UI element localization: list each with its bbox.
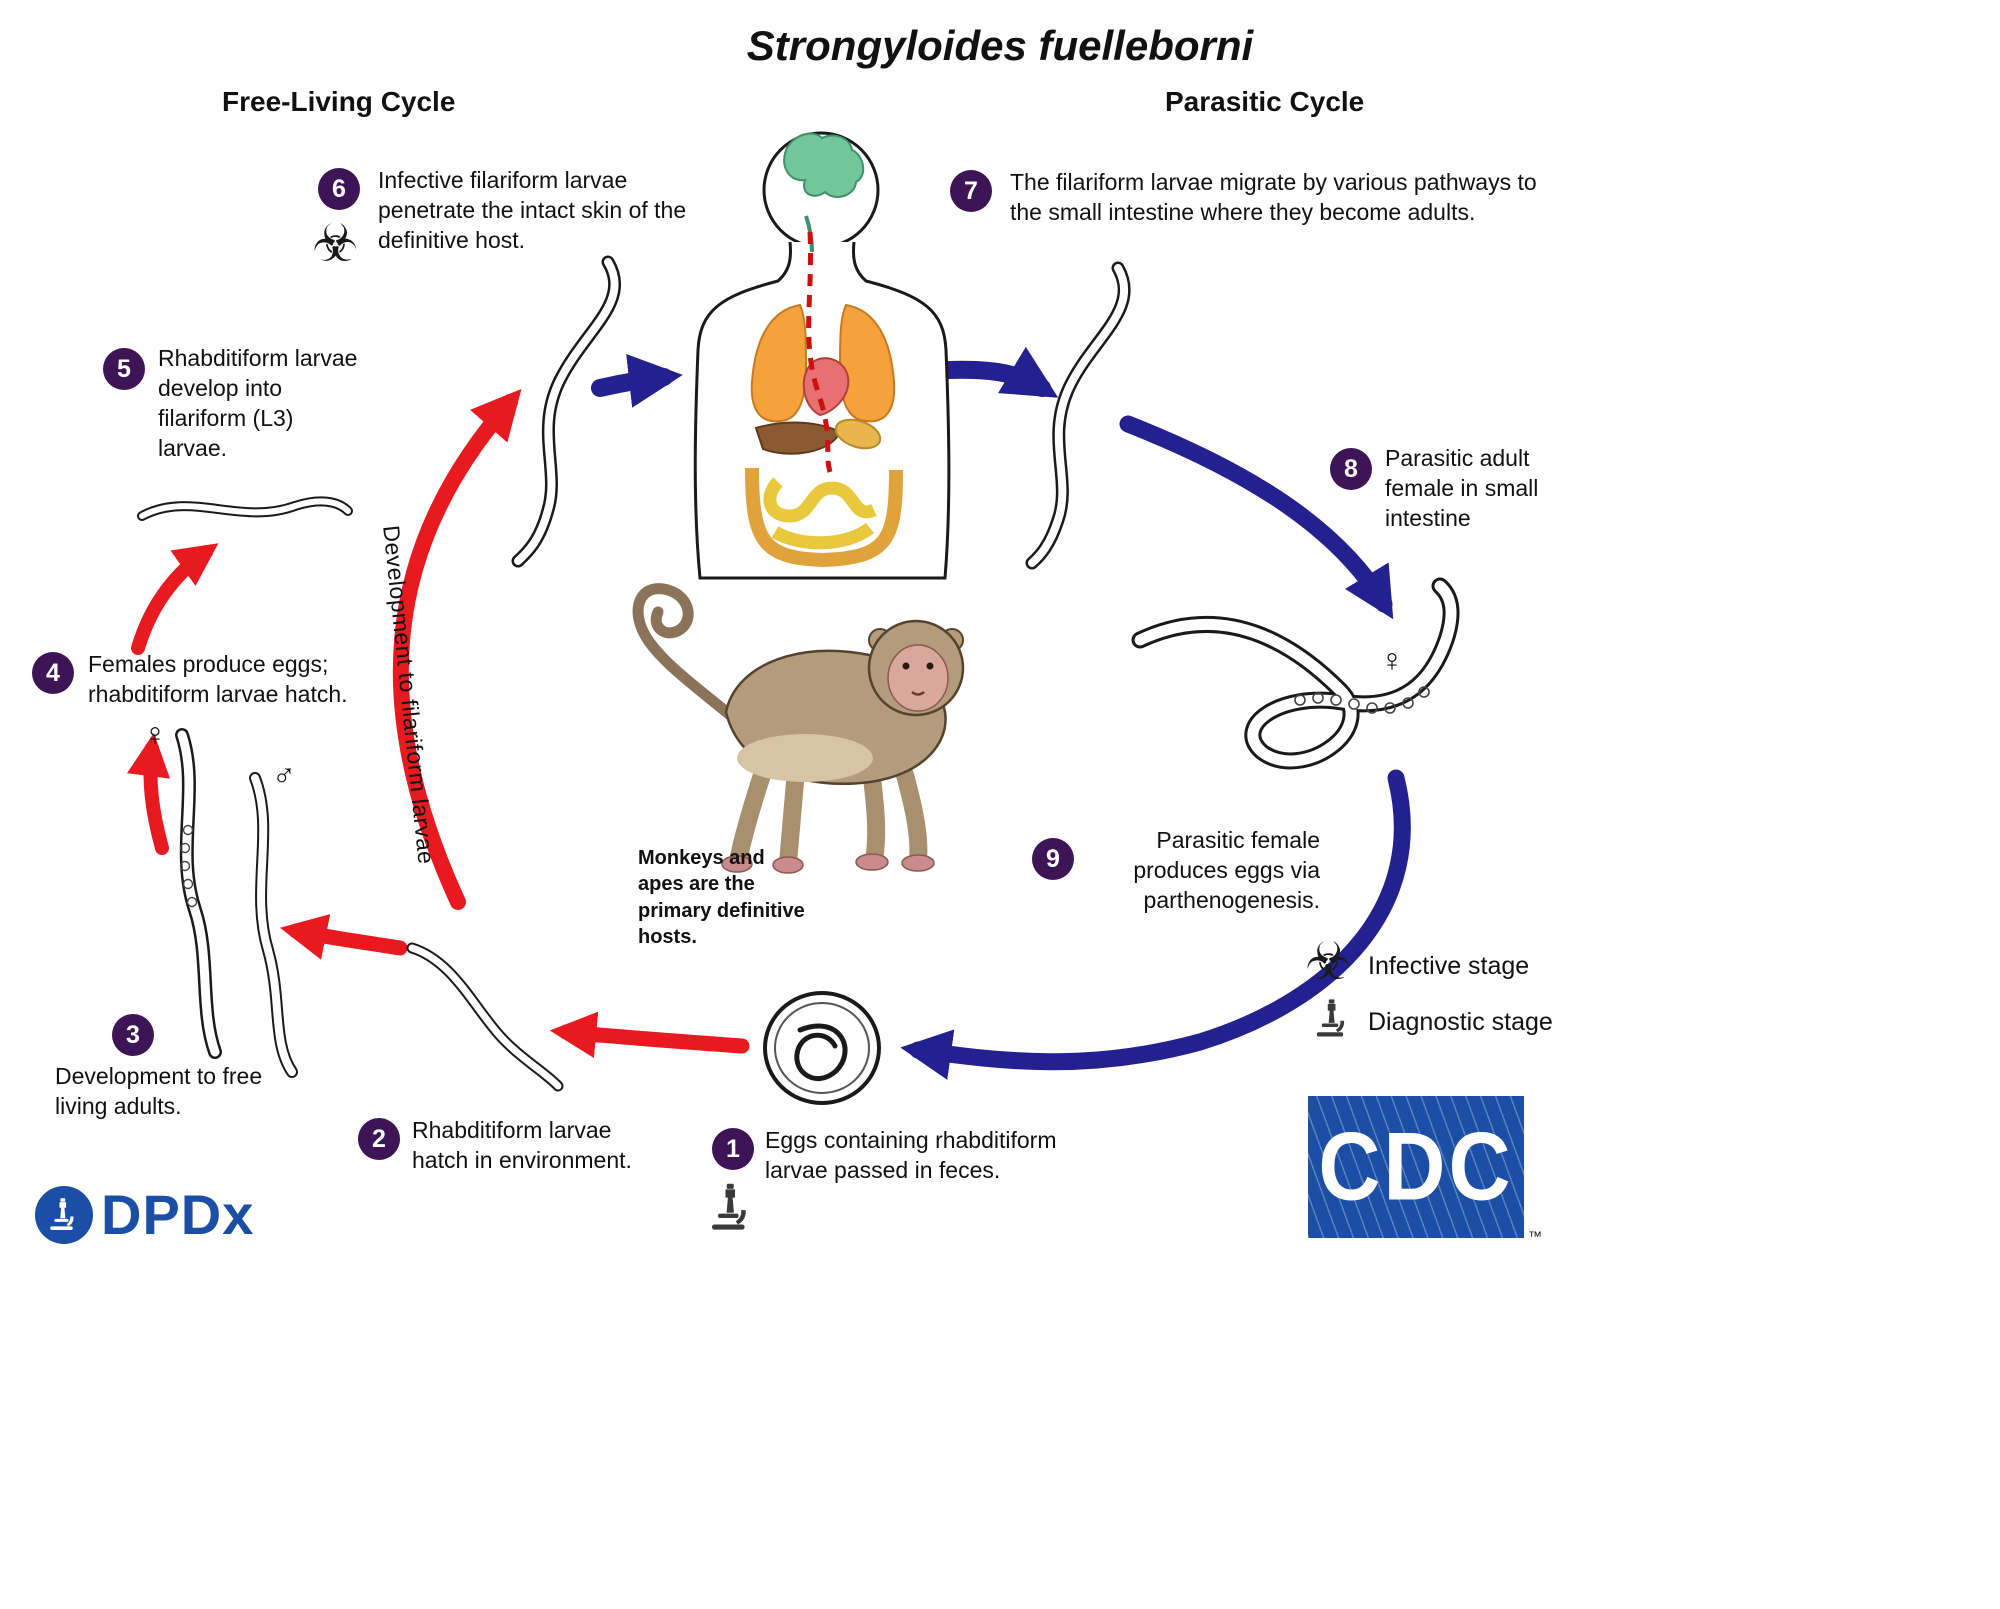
step-2-text: Rhabditiform larvae hatch in environment… bbox=[412, 1117, 632, 1173]
free-living-adults bbox=[175, 728, 298, 1078]
male-symbol: ♂ bbox=[272, 756, 296, 792]
arrow-human-to-larva bbox=[939, 346, 1059, 398]
step-7-text: The filariform larvae migrate by various… bbox=[1010, 169, 1537, 225]
dpdx-microscope-emblem bbox=[35, 1185, 93, 1244]
arrow-larva-to-human bbox=[591, 354, 683, 408]
step-1-text: Eggs containing rhabditiform larvae pass… bbox=[765, 1127, 1057, 1183]
filariform-larva-center bbox=[511, 255, 621, 568]
female-symbol-parasitic: ♀ bbox=[1380, 642, 1404, 678]
arrow-development-to-filariform bbox=[392, 388, 522, 910]
monkey-caption: Monkeys and apes are the primary definit… bbox=[638, 847, 805, 949]
arrow-step4-to-step5 bbox=[131, 543, 219, 655]
female-symbol: ♀ bbox=[143, 716, 167, 752]
arrow-larva-to-female bbox=[1119, 415, 1394, 620]
human-figure bbox=[693, 131, 951, 580]
cdc-trademark: ™ bbox=[1528, 1228, 1542, 1244]
dpdx-logo: DPDx bbox=[35, 1182, 254, 1247]
blue-arrows bbox=[591, 346, 1411, 1080]
step-5-text: Rhabditiform larvae develop into filarif… bbox=[158, 345, 358, 461]
egg-figure bbox=[763, 991, 881, 1105]
step-3-text: Development to free living adults. bbox=[55, 1063, 263, 1119]
step-4-badge: 4 bbox=[32, 652, 74, 694]
step-6-badge: 6 bbox=[318, 168, 360, 210]
step-7-badge: 7 bbox=[950, 170, 992, 212]
heading-free-living-cycle: Free-Living Cycle bbox=[222, 86, 456, 117]
rhabditiform-larva-small bbox=[137, 496, 353, 521]
step-6-text: Infective filariform larvae penetrate th… bbox=[378, 167, 687, 253]
red-arrows bbox=[126, 388, 750, 1058]
legend-biohazard-icon: ☣ bbox=[1305, 933, 1352, 991]
page-title: Strongyloides fuelleborni bbox=[746, 22, 1254, 69]
parasitic-adult-female-worm bbox=[1131, 577, 1460, 770]
arrow-egg-to-larva bbox=[549, 1011, 750, 1058]
step-4-text: Females produce eggs; rhabditiform larva… bbox=[88, 651, 348, 707]
step-9-text: Parasitic female produces eggs via parth… bbox=[1133, 827, 1320, 913]
legend-microscope-icon bbox=[1312, 998, 1354, 1040]
monkey-figure bbox=[632, 583, 965, 874]
step-8-badge: 8 bbox=[1330, 448, 1372, 490]
step-1-badge: 1 bbox=[712, 1128, 754, 1170]
heading-parasitic-cycle: Parasitic Cycle bbox=[1165, 86, 1365, 117]
step-9-badge: 9 bbox=[1032, 838, 1074, 880]
cdc-logo: CDC bbox=[1308, 1096, 1524, 1238]
arrow-female-to-egg bbox=[900, 769, 1411, 1080]
step-8-text: Parasitic adult female in small intestin… bbox=[1385, 445, 1539, 531]
filariform-larva-right bbox=[1025, 261, 1131, 570]
legend-infective-label: Infective stage bbox=[1368, 952, 1530, 980]
cdc-logo-text: CDC bbox=[1318, 1112, 1514, 1221]
dpdx-logo-text: DPDx bbox=[101, 1183, 255, 1246]
arrow-adults-to-females bbox=[126, 732, 171, 855]
microscope-icon bbox=[706, 1182, 758, 1234]
legend-diagnostic-label: Diagnostic stage bbox=[1368, 1008, 1553, 1036]
step-5-badge: 5 bbox=[103, 348, 145, 390]
biohazard-icon: ☣ bbox=[312, 215, 359, 273]
step-2-badge: 2 bbox=[358, 1118, 400, 1160]
arrow-larva-to-adults bbox=[280, 914, 408, 960]
step-3-badge: 3 bbox=[112, 1014, 154, 1056]
rhabditiform-larva-env bbox=[406, 942, 564, 1092]
